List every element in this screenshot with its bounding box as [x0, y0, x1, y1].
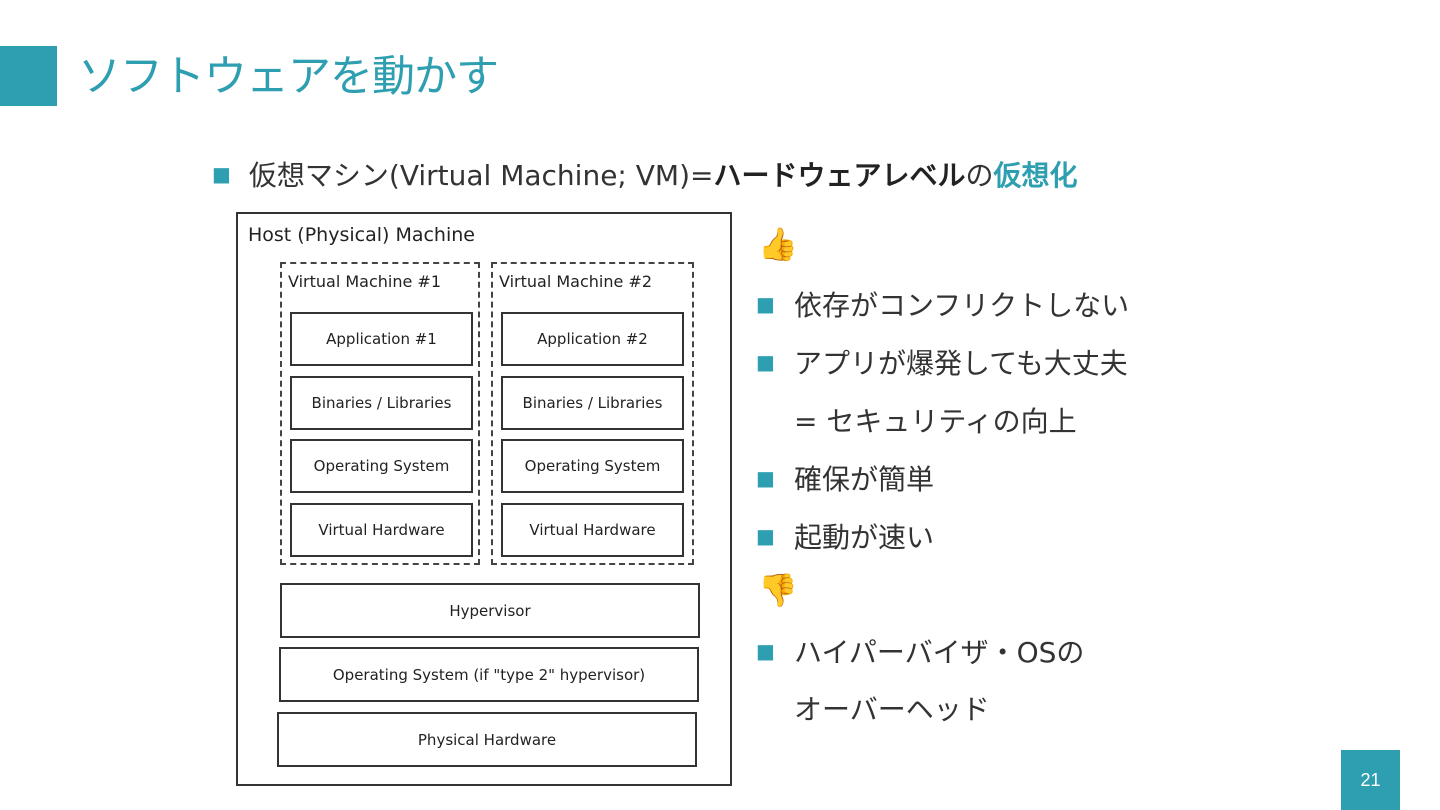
con-item-continuation: オーバーヘッド — [794, 693, 990, 726]
bullet-icon: ■ — [212, 162, 231, 186]
subtitle-prefix: 仮想マシン(Virtual Machine; VM)= — [248, 159, 714, 192]
hypervisor-layer: Hypervisor — [280, 583, 700, 638]
pro-item-continuation: = セキュリティの向上 — [794, 405, 1077, 438]
con-item: ■ ハイパーバイザ・OSの — [756, 631, 1084, 671]
host-machine-label: Host (Physical) Machine — [248, 224, 475, 246]
bullet-icon: ■ — [756, 350, 775, 374]
vm2-layer-os: Operating System — [501, 439, 684, 493]
vm1-layer-binaries: Binaries / Libraries — [290, 376, 473, 430]
slide-title: ソフトウェアを動かす — [78, 52, 499, 102]
vm2-label: Virtual Machine #2 — [499, 272, 653, 291]
pro-item: ■ アプリが爆発しても大丈夫 — [756, 342, 1128, 382]
pro-item: ■ 起動が速い — [756, 516, 934, 556]
con-item-label: ハイパーバイザ・OSの — [794, 636, 1085, 669]
vm1-label: Virtual Machine #1 — [288, 272, 442, 291]
bullet-icon: ■ — [756, 292, 775, 316]
pro-item-label: 依存がコンフリクトしない — [794, 289, 1130, 322]
vm1-layer-os: Operating System — [290, 439, 473, 493]
vm1-layer-virtual-hardware: Virtual Hardware — [290, 503, 473, 557]
bullet-icon: ■ — [756, 466, 775, 490]
vm2-layer-application: Application #2 — [501, 312, 684, 366]
vm2-layer-virtual-hardware: Virtual Hardware — [501, 503, 684, 557]
subtitle-accent: 仮想化 — [993, 159, 1078, 192]
pro-item-label: 起動が速い — [794, 521, 935, 554]
host-os-layer: Operating System (if "type 2" hypervisor… — [279, 647, 699, 702]
pro-item-label: アプリが爆発しても大丈夫 — [794, 347, 1128, 380]
pro-item: ■ 依存がコンフリクトしない — [756, 284, 1129, 324]
physical-hardware-layer: Physical Hardware — [277, 712, 697, 767]
vm1-container: Virtual Machine #1 Application #1 Binari… — [280, 262, 480, 565]
vm-architecture-diagram: Host (Physical) Machine Virtual Machine … — [236, 212, 732, 786]
subtitle-bold: ハードウェアレベル — [713, 159, 966, 192]
title-accent-bar — [0, 46, 57, 106]
bullet-icon: ■ — [756, 524, 775, 548]
pro-item: ■ 確保が簡単 — [756, 458, 934, 498]
bullet-icon: ■ — [756, 639, 775, 663]
page-number: 21 — [1341, 750, 1400, 810]
pro-item-label: 確保が簡単 — [794, 463, 935, 496]
vm2-layer-binaries: Binaries / Libraries — [501, 376, 684, 430]
thumbs-up-icon: 👍 — [758, 225, 798, 263]
thumbs-down-icon: 👎 — [758, 571, 798, 609]
subtitle: ■ 仮想マシン(Virtual Machine; VM)= ハードウェアレベル … — [212, 152, 1078, 196]
subtitle-middle: の — [965, 159, 994, 192]
vm1-layer-application: Application #1 — [290, 312, 473, 366]
vm2-container: Virtual Machine #2 Application #2 Binari… — [491, 262, 694, 565]
